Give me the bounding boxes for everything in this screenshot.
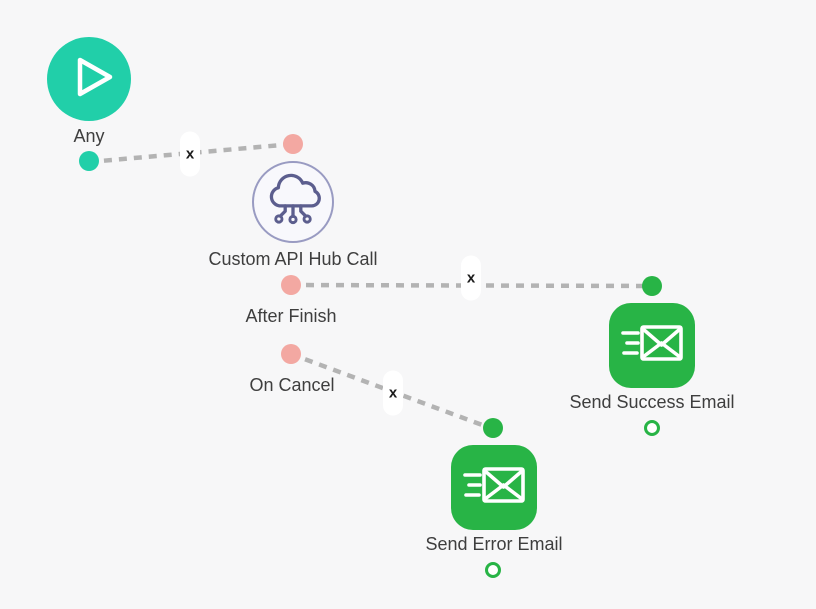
after-finish-output-port[interactable] <box>281 275 301 295</box>
trigger-node-any[interactable] <box>47 37 131 121</box>
play-icon <box>47 35 131 124</box>
on-cancel-output-label: On Cancel <box>249 375 335 395</box>
send-email-icon <box>463 467 525 508</box>
trigger-output-port[interactable] <box>79 151 99 171</box>
remove-connection-button-2[interactable]: x <box>461 255 481 301</box>
success-email-output-port[interactable] <box>644 420 660 436</box>
action-node-send-success-email[interactable] <box>609 303 695 388</box>
cloud-network-icon <box>254 161 332 244</box>
success-email-input-port[interactable] <box>642 276 662 296</box>
after-finish-output-label: After Finish <box>245 306 337 326</box>
wire-any-to-api-call[interactable] <box>88 141 294 165</box>
on-cancel-output-port[interactable] <box>281 344 301 364</box>
success-email-node-label: Send Success Email <box>569 392 735 412</box>
trigger-node-label: Any <box>73 126 105 146</box>
remove-connection-button-3[interactable]: x <box>383 370 403 416</box>
error-email-input-port[interactable] <box>483 418 503 438</box>
api-call-input-port[interactable] <box>283 134 303 154</box>
send-email-icon <box>621 325 683 366</box>
action-node-custom-api-hub-call[interactable] <box>252 161 334 243</box>
action-node-send-error-email[interactable] <box>451 445 537 530</box>
error-email-output-port[interactable] <box>485 562 501 578</box>
error-email-node-label: Send Error Email <box>425 534 563 554</box>
api-call-node-label: Custom API Hub Call <box>208 249 378 269</box>
remove-connection-button-1[interactable]: x <box>180 131 200 177</box>
